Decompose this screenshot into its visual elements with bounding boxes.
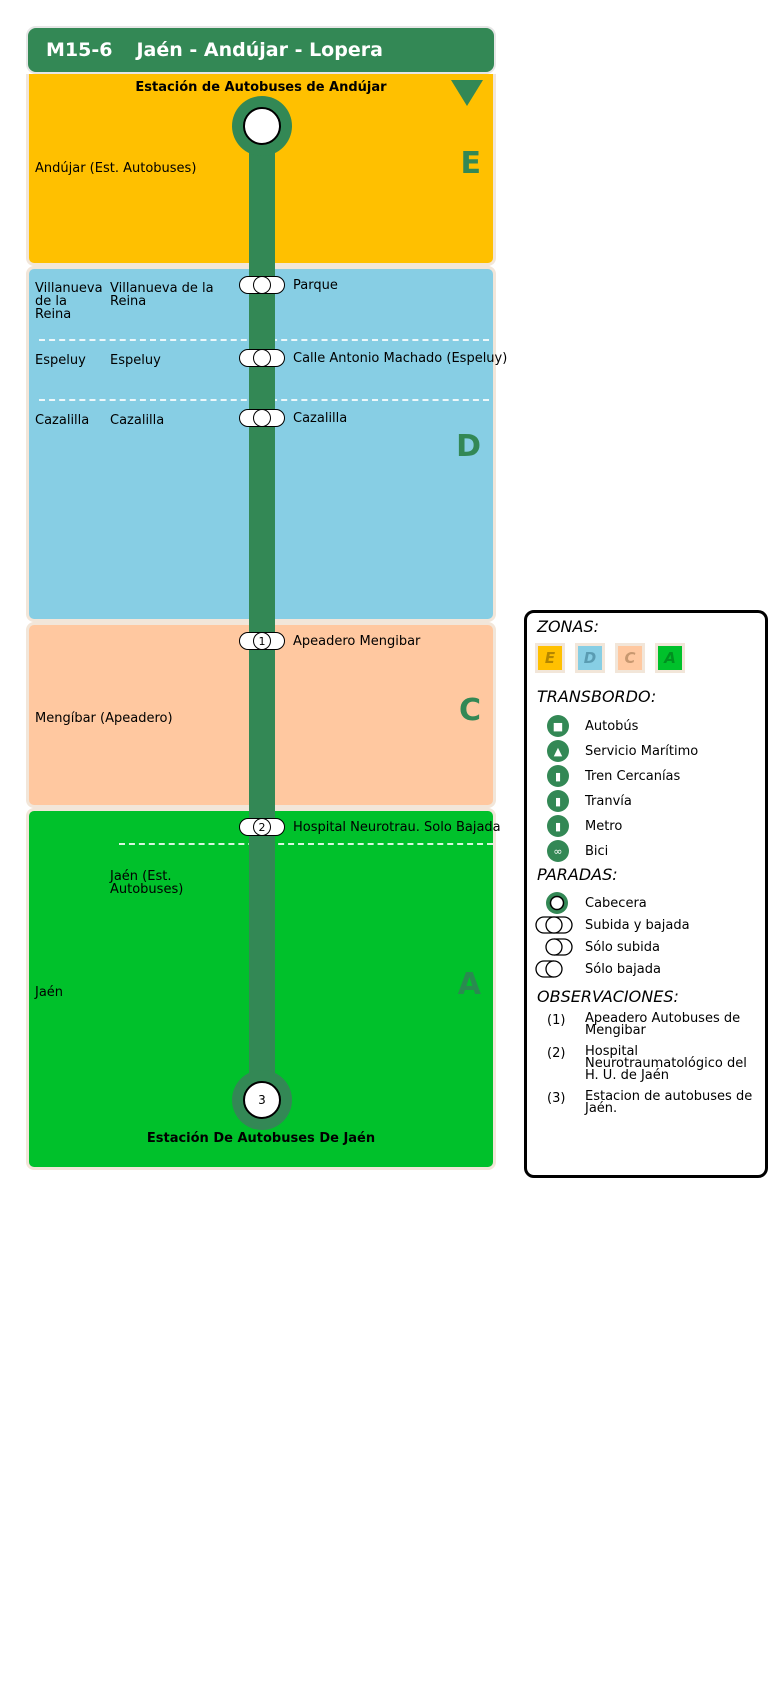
terminal-bottom-marker: 3 <box>232 1070 292 1130</box>
legend-panel: ZONAS: E D C A TRANSBORDO: ■ Autobús ▲ S… <box>524 610 768 1178</box>
legend-zone-a: A <box>655 643 685 673</box>
zone-letter-c: C <box>458 693 481 728</box>
route-name: Jaén - Andújar - Lopera <box>136 39 383 61</box>
observation-text: Hospital Neurotraumatológico del H. U. d… <box>585 1044 747 1083</box>
stop-marker: 1 <box>239 632 285 650</box>
direction-arrow-icon <box>451 80 483 106</box>
legend-zone-d: D <box>575 643 605 673</box>
legend-parada-label: Cabecera <box>585 896 647 911</box>
terminal-bottom-name: Estación De Autobuses De Jaén <box>146 1131 376 1146</box>
route-header: M15-6 Jaén - Andújar - Lopera <box>26 26 496 74</box>
municipality-jaen: Jaén <box>35 985 64 1000</box>
municipality-cazalilla: Cazalilla <box>35 413 90 428</box>
stop-marker <box>239 276 285 294</box>
stop-name: Parque <box>293 278 338 293</box>
municipality-mengibar: Mengíbar (Apeadero) <box>35 711 173 726</box>
route-code: M15-6 <box>46 39 113 61</box>
legend-transbordo-label: Metro <box>585 819 623 834</box>
zone-letter-a: A <box>457 967 481 1002</box>
locality-villanueva: Villanueva de la Reina <box>110 281 214 309</box>
legend-zone-c: C <box>615 643 645 673</box>
stop-marker <box>239 349 285 367</box>
legend-transbordo-label: Tranvía <box>585 794 632 809</box>
stop-name: Apeadero Mengibar <box>293 634 421 649</box>
legend-parada-label: Sólo subida <box>585 940 660 955</box>
zone-letter-d: D <box>456 429 481 464</box>
stop-marker <box>239 409 285 427</box>
divider <box>119 843 493 845</box>
municipality-espeluy: Espeluy <box>35 353 86 368</box>
boat-icon: ▲ <box>547 740 569 762</box>
locality-espeluy: Espeluy <box>110 353 161 368</box>
stop-name: Cazalilla <box>293 411 348 426</box>
tram-icon: ▮ <box>547 790 569 812</box>
cabecera-icon <box>546 892 568 914</box>
legend-parada-label: Subida y bajada <box>585 918 690 933</box>
route-line <box>249 125 275 1100</box>
legend-transbordo-label: Autobús <box>585 719 639 734</box>
legend-transbordo-label: Tren Cercanías <box>585 769 681 784</box>
terminal-top-name: Estación de Autobuses de Andújar <box>135 80 387 95</box>
observation-text: Estacion de autobuses de Jaén. <box>585 1089 753 1116</box>
observation-number: (2) <box>547 1046 566 1061</box>
locality-cazalilla: Cazalilla <box>110 413 165 428</box>
observation-text: Apeadero Autobuses de Mengibar <box>585 1011 741 1038</box>
train-icon: ▮ <box>547 765 569 787</box>
municipality-villanueva: Villanueva de la Reina <box>35 281 103 322</box>
bus-icon: ■ <box>547 715 569 737</box>
stop-name: Calle Antonio Machado (Espeluy) <box>293 351 508 366</box>
observation-number: (1) <box>547 1013 566 1028</box>
legend-observaciones-title: OBSERVACIONES: <box>537 987 679 1006</box>
municipality-andujar: Andújar (Est. Autobuses) <box>35 161 197 176</box>
legend-zonas-title: ZONAS: <box>537 617 600 636</box>
legend-zone-e: E <box>535 643 565 673</box>
bike-icon: ∞ <box>547 840 569 862</box>
solo-subida-icon <box>545 938 573 956</box>
legend-parada-label: Sólo bajada <box>585 962 661 977</box>
observation-number: (3) <box>547 1091 566 1106</box>
legend-transbordo-label: Bici <box>585 844 609 859</box>
legend-transbordo-label: Servicio Marítimo <box>585 744 699 759</box>
locality-jaen-est: Jaén (Est. Autobuses) <box>110 869 184 897</box>
legend-paradas-title: PARADAS: <box>537 865 618 884</box>
terminal-bottom-number: 3 <box>243 1081 281 1119</box>
solo-bajada-icon <box>535 960 563 978</box>
terminal-top-marker <box>232 96 292 156</box>
stop-marker: 2 <box>239 818 285 836</box>
subida-bajada-icon <box>535 916 573 934</box>
metro-icon: ▮ <box>547 815 569 837</box>
legend-transbordo-title: TRANSBORDO: <box>537 687 657 706</box>
zone-letter-e: E <box>460 146 482 181</box>
stop-name: Hospital Neurotrau. Solo Bajada <box>293 820 501 835</box>
